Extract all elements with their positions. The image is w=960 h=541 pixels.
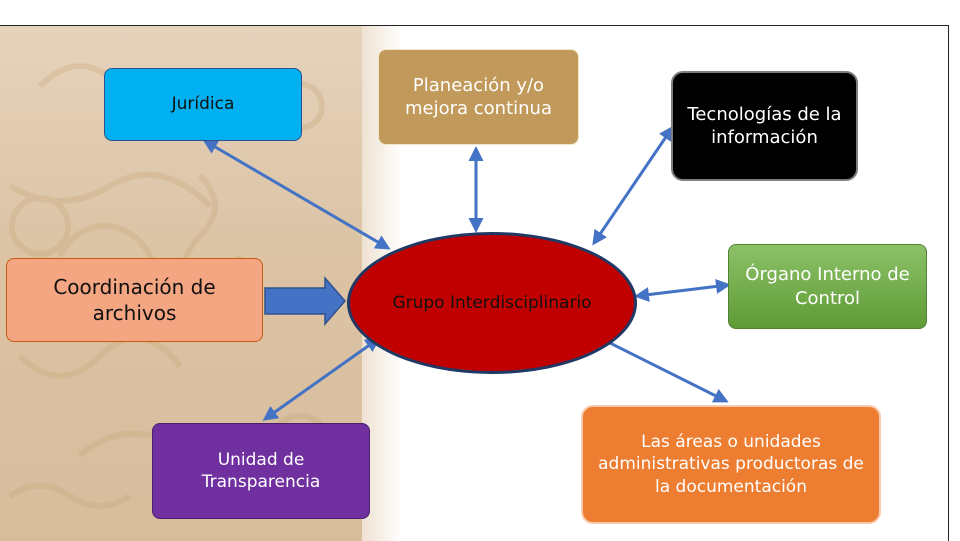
edge-areas-grupo	[593, 334, 729, 403]
node-planeacion: Planeación y/o mejora continua	[378, 49, 579, 145]
node-grupo-label: Grupo Interdisciplinario	[392, 292, 592, 313]
diagram-canvas: Jurídica Planeación y/o mejora continua …	[0, 25, 949, 541]
node-coordinacion-label: Coordinación de archivos	[53, 275, 216, 325]
node-coordinacion: Coordinación de archivos	[6, 258, 263, 342]
node-planeacion-label: Planeación y/o mejora continua	[405, 74, 552, 119]
edge-coordinacion-grupo	[264, 275, 346, 327]
node-areas: Las áreas o unidades administrativas pro…	[581, 405, 881, 524]
edge-transparencia-grupo	[262, 337, 381, 421]
edge-juridica-grupo	[202, 139, 391, 250]
node-transparencia: Unidad de Transparencia	[152, 423, 370, 519]
connectors-layer	[202, 125, 731, 421]
edge-organo-grupo	[634, 278, 731, 303]
node-tecnologias-label: Tecnologías de la información	[687, 103, 842, 148]
node-areas-label: Las áreas o unidades administrativas pro…	[598, 432, 864, 497]
node-grupo: Grupo Interdisciplinario	[347, 232, 637, 374]
node-transparencia-label: Unidad de Transparencia	[201, 449, 321, 492]
node-organo-label: Órgano Interno de Control	[745, 264, 910, 309]
node-tecnologias: Tecnologías de la información	[671, 71, 858, 181]
node-organo: Órgano Interno de Control	[728, 244, 927, 329]
node-juridica-label: Jurídica	[171, 94, 235, 115]
node-juridica: Jurídica	[104, 68, 302, 141]
edge-tecnologias-grupo	[592, 125, 674, 246]
